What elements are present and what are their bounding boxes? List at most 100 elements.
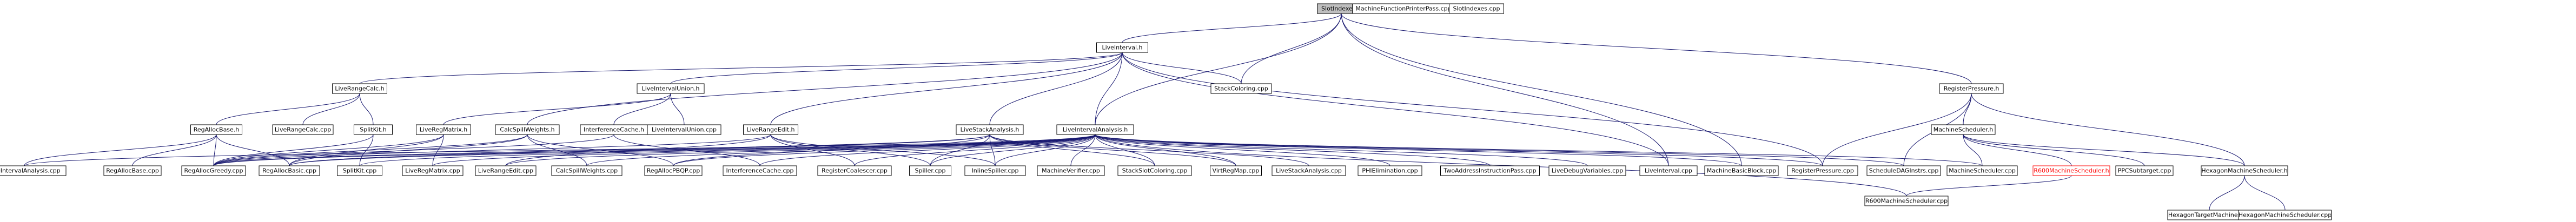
node-stackslot[interactable]: StackSlotColoring.cpp	[1117, 165, 1192, 176]
edge-machsched-ppcsub	[1961, 130, 2145, 166]
edge-lia-icachecpp	[759, 130, 1097, 166]
node-rabasic[interactable]: RegAllocBasic.cpp	[259, 165, 320, 176]
node-virtreg[interactable]: VirtRegMap.cpp	[1210, 165, 1262, 176]
node-rabasecpp[interactable]: RegAllocBase.cpp	[103, 165, 162, 176]
edge-liveint-lredit	[770, 48, 1124, 125]
edge-rabase-rabasecpp	[132, 130, 218, 166]
node-machschedcpp[interactable]: MachineScheduler.cpp	[1946, 165, 2018, 176]
edge-liu-intcache	[613, 89, 673, 125]
node-label: LiveIntervalAnalysis.cpp	[0, 167, 61, 174]
node-lrcalccpp[interactable]: LiveRangeCalc.cpp	[272, 124, 334, 135]
edge-lsa-lsacpp	[988, 130, 1309, 166]
edge-lia-splitcpp	[359, 130, 1097, 166]
node-label: LiveIntervalUnion.cpp	[652, 126, 717, 133]
edge-lsa-inlinespill	[988, 130, 996, 166]
node-rabase[interactable]: RegAllocBase.h	[190, 124, 242, 135]
node-slotcpp[interactable]: SlotIndexes.cpp	[1449, 3, 1504, 14]
node-hextarget[interactable]: HexagonTargetMachine.cpp	[2167, 210, 2251, 220]
node-regpress[interactable]: RegisterPressure.h	[1939, 83, 2004, 94]
edge-lrcalc-rabase	[216, 89, 362, 125]
edge-lia-stackslot	[1093, 130, 1155, 166]
node-liveintcpp[interactable]: LiveInterval.cpp	[1639, 165, 1698, 176]
node-regpresscpp[interactable]: RegisterPressure.cpp	[1787, 165, 1858, 176]
node-box	[2239, 210, 2332, 220]
node-schedinst[interactable]: ScheduleDAGInstrs.cpp	[1866, 165, 1941, 176]
node-label: MachineBasicBlock.cpp	[1707, 167, 1776, 174]
edge-lia-lia_cpp	[24, 130, 1097, 166]
node-stackcol[interactable]: StackColoring.cpp	[1210, 83, 1272, 94]
node-lia[interactable]: LiveIntervalAnalysis.h	[1056, 124, 1134, 135]
node-liveint[interactable]: LiveInterval.h	[1096, 42, 1148, 53]
node-splitkit[interactable]: SplitKit.h	[354, 124, 393, 135]
node-liucpp[interactable]: LiveIntervalUnion.cpp	[647, 124, 721, 135]
node-r600[interactable]: R600MachineScheduler.h	[2032, 165, 2110, 176]
edge-lia-lreditcpp	[505, 130, 1097, 166]
node-livedebug[interactable]: LiveDebugVariables.cpp	[1548, 165, 1626, 176]
node-label: LiveInterval.h	[1102, 44, 1142, 51]
node-ppcsub[interactable]: PPCSubtarget.cpp	[2115, 165, 2174, 176]
node-hexsched[interactable]: HexagonMachineScheduler.h	[2201, 165, 2288, 176]
edge-lia-virtreg	[1093, 130, 1236, 166]
node-label: LiveDebugVariables.cpp	[1552, 167, 1623, 174]
node-calccpp[interactable]: CalcSpillWeights.cpp	[551, 165, 623, 176]
node-phielim[interactable]: PHIElimination.cpp	[1357, 165, 1422, 176]
node-mffp[interactable]: MachineFunctionPrinterPass.cpp	[1352, 3, 1455, 14]
node-label: LiveRangeCalc.h	[335, 85, 384, 92]
edge-lia-twoaddr	[1093, 130, 1491, 166]
edge-lsa-stackslot	[988, 130, 1155, 166]
node-livreg[interactable]: LiveRegMatrix.h	[416, 124, 471, 135]
dependency-edges	[24, 7, 2286, 211]
node-box	[964, 165, 1026, 176]
node-lrmcpp[interactable]: LiveRegMatrix.cpp	[402, 165, 463, 176]
node-label: HexagonTargetMachine.cpp	[2168, 212, 2250, 219]
edge-lia-livedebug	[1093, 130, 1588, 166]
node-label: PPCSubtarget.cpp	[2118, 167, 2171, 174]
node-inlinespill[interactable]: InlineSpiller.cpp	[964, 165, 1026, 176]
node-label: HexagonMachineScheduler.cpp	[2239, 212, 2332, 219]
node-regcoal[interactable]: RegisterCoalescer.cpp	[817, 165, 892, 176]
node-rapbqp[interactable]: RegAllocPBQP.cpp	[644, 165, 703, 176]
node-label: CalcSpillWeights.cpp	[556, 167, 618, 174]
edge-root-liveint	[1122, 9, 1343, 43]
node-label: SlotIndexes.cpp	[1453, 5, 1500, 12]
edge-lia-calccpp	[586, 130, 1097, 166]
node-label: ScheduleDAGInstrs.cpp	[1869, 167, 1939, 174]
edge-livreg-ragreedy	[213, 130, 446, 166]
node-box	[416, 124, 471, 135]
node-label: RegAllocBase.h	[194, 126, 240, 133]
node-machsched[interactable]: MachineScheduler.h	[1931, 124, 1996, 135]
node-label: RegAllocBase.cpp	[106, 167, 159, 174]
node-calcspill[interactable]: CalcSpillWeights.h	[495, 124, 560, 135]
node-mbb[interactable]: MachineBasicBlock.cpp	[1704, 165, 1779, 176]
node-label: HexagonMachineScheduler.h	[2201, 167, 2287, 174]
node-ragreedy[interactable]: RegAllocGreedy.cpp	[181, 165, 246, 176]
node-lreditcpp[interactable]: LiveRangeEdit.cpp	[475, 165, 537, 176]
edge-calcspill-ragreedy	[213, 130, 529, 166]
edge-lia-mverifier	[1070, 130, 1097, 166]
node-box	[1210, 165, 1262, 176]
node-spillercpp[interactable]: Spiller.cpp	[909, 165, 951, 176]
node-splitcpp[interactable]: SplitKit.cpp	[337, 165, 382, 176]
node-r600cpp[interactable]: R600MachineScheduler.cpp	[1864, 196, 1949, 206]
node-box	[354, 124, 393, 135]
node-box	[637, 83, 705, 94]
node-box	[1449, 3, 1504, 14]
node-lredit[interactable]: LiveRangeEdit.h	[743, 124, 798, 135]
node-mverifier[interactable]: MachineVerifier.cpp	[1037, 165, 1105, 176]
node-liu[interactable]: LiveIntervalUnion.h	[637, 83, 705, 94]
node-twoaddr[interactable]: TwoAddressInstructionPass.cpp	[1440, 165, 1540, 176]
node-box	[1272, 165, 1346, 176]
node-lia_cpp[interactable]: LiveIntervalAnalysis.cpp	[0, 165, 67, 176]
edge-lia-lrmcpp	[432, 130, 1097, 166]
node-box	[190, 124, 242, 135]
node-hexschedcpp[interactable]: HexagonMachineScheduler.cpp	[2239, 210, 2332, 220]
node-icachecpp[interactable]: InterferenceCache.cpp	[723, 165, 797, 176]
node-box	[337, 165, 382, 176]
node-lrcalc[interactable]: LiveRangeCalc.h	[332, 83, 387, 94]
node-intcache[interactable]: InterferenceCache.h	[580, 124, 648, 135]
node-lsa[interactable]: LiveStackAnalysis.h	[956, 124, 1024, 135]
node-label: LiveRangeEdit.h	[746, 126, 794, 133]
node-lsacpp[interactable]: LiveStackAnalysis.cpp	[1272, 165, 1346, 176]
node-label: RegisterPressure.h	[1944, 85, 1999, 92]
